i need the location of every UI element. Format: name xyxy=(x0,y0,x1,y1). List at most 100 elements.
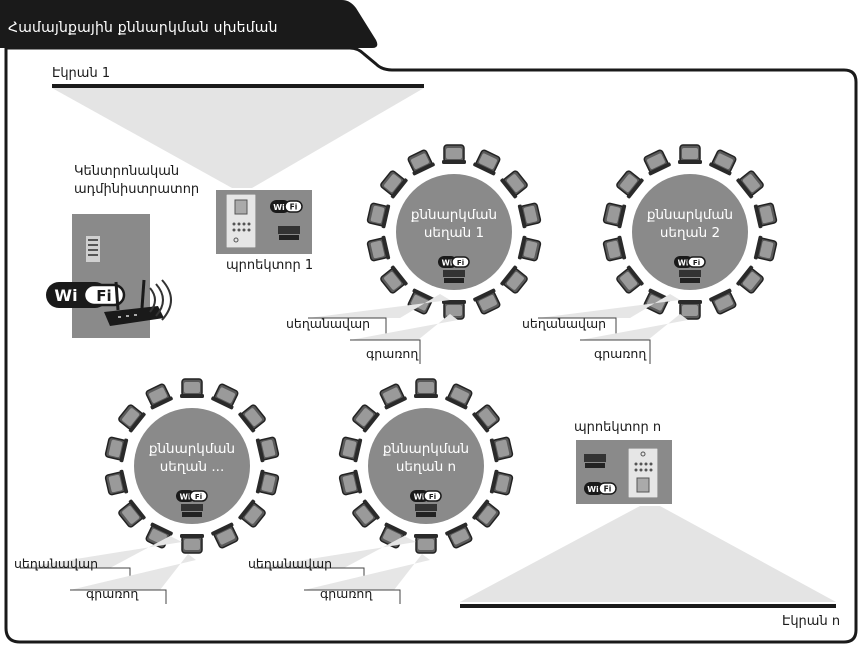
wifi-logo-table: Wi Fi xyxy=(674,256,706,268)
central-admin-label-1: Կենտրոնական xyxy=(74,164,180,179)
wifi-router-icon xyxy=(104,279,172,326)
svg-text:Wi: Wi xyxy=(678,259,689,268)
chair-icon xyxy=(500,170,528,199)
chair-icon xyxy=(104,469,129,496)
chair-icon xyxy=(736,265,764,294)
chair-icon xyxy=(442,300,466,320)
laptop-icon xyxy=(679,270,701,283)
laptop-icon xyxy=(181,504,203,517)
svg-text:Fi: Fi xyxy=(290,203,298,212)
chair-icon xyxy=(709,149,737,176)
recorder-label-table-n: գրառող xyxy=(320,586,373,601)
wifi-logo-table: Wi Fi xyxy=(176,490,208,502)
chair-icon xyxy=(255,469,280,496)
moderator-label-table-1: սեղանավար xyxy=(286,316,371,331)
chair-icon xyxy=(517,202,542,229)
laptop-icon xyxy=(278,226,300,240)
table-top xyxy=(368,408,484,524)
svg-text:Wi: Wi xyxy=(54,286,77,305)
chair-icon xyxy=(445,522,473,549)
chair-icon xyxy=(753,235,778,262)
chair-icon xyxy=(445,383,473,410)
chair-icon xyxy=(352,404,380,433)
chair-icon xyxy=(489,436,514,463)
table-3-label-1: քննարկման xyxy=(148,441,236,457)
svg-text:Wi: Wi xyxy=(414,493,425,502)
svg-text:Wi: Wi xyxy=(273,203,285,212)
chair-icon xyxy=(338,469,363,496)
chair-icon xyxy=(414,534,438,554)
table-n-label-1: քննարկման xyxy=(382,441,470,457)
chair-icon xyxy=(379,383,407,410)
table-n-graphic: Wi Fi xyxy=(338,378,514,554)
wifi-logo-projector-n: Wi Fi xyxy=(584,482,617,495)
laptop-icon-n xyxy=(584,454,606,468)
chair-icon xyxy=(414,378,438,398)
chair-icon xyxy=(180,534,204,554)
screen-1 xyxy=(52,84,424,88)
callout-lines-table-n xyxy=(254,536,430,604)
chair-icon xyxy=(145,383,173,410)
svg-text:Fi: Fi xyxy=(429,493,436,501)
projector-n-device-icon xyxy=(628,448,658,498)
svg-text:Wi: Wi xyxy=(587,485,599,494)
svg-text:Fi: Fi xyxy=(195,493,202,501)
chair-icon xyxy=(352,499,380,528)
projector-n-label: պրոեկտոր n xyxy=(574,420,662,435)
wifi-logo-table: Wi Fi xyxy=(410,490,442,502)
chair-icon xyxy=(489,469,514,496)
chair-icon xyxy=(238,499,266,528)
recorder-label-table-1: գրառող xyxy=(366,346,419,361)
svg-text:Fi: Fi xyxy=(604,485,612,494)
table-3-graphic: Wi Fi xyxy=(104,378,280,554)
projector-1-beam xyxy=(52,88,424,188)
chair-icon xyxy=(118,499,146,528)
chair-icon xyxy=(753,202,778,229)
moderator-label-table-n: սեղանավար xyxy=(248,556,333,571)
chair-icon xyxy=(238,404,266,433)
chair-icon xyxy=(473,149,501,176)
chair-icon xyxy=(338,436,363,463)
chair-icon xyxy=(442,144,466,164)
table-2-label-2: սեղան 2 xyxy=(659,225,721,241)
table-top xyxy=(632,174,748,290)
wifi-logo-large: Wi Fi xyxy=(46,282,126,308)
moderator-label-table-3: սեղանավար xyxy=(14,556,99,571)
projector-n-beam xyxy=(460,506,836,602)
svg-text:Fi: Fi xyxy=(693,259,700,267)
chair-icon xyxy=(500,265,528,294)
svg-text:Wi: Wi xyxy=(180,493,191,502)
chair-icon xyxy=(616,265,644,294)
table-2-graphic: Wi Fi xyxy=(602,144,778,320)
chair-icon xyxy=(517,235,542,262)
chair-icon xyxy=(366,235,391,262)
chair-icon xyxy=(643,149,671,176)
recorder-label-table-3: գրառող xyxy=(86,586,139,601)
laptop-icon xyxy=(443,270,465,283)
table-1-label-2: սեղան 1 xyxy=(423,225,485,241)
table-1-label-1: քննարկման xyxy=(410,207,498,223)
screen-n xyxy=(460,604,836,608)
recorder-label-table-2: գրառող xyxy=(594,346,647,361)
callout-lines-table-2 xyxy=(538,294,688,364)
chair-icon xyxy=(255,436,280,463)
chair-icon xyxy=(366,202,391,229)
table-top xyxy=(134,408,250,524)
chair-icon xyxy=(380,170,408,199)
table-top xyxy=(396,174,512,290)
laptop-icon xyxy=(415,504,437,517)
chair-icon xyxy=(678,144,702,164)
central-admin-label-2: ադմինիստրատոր xyxy=(74,182,200,197)
chair-icon xyxy=(709,288,737,315)
chair-icon xyxy=(211,522,239,549)
projector-1-label: պրոեկտոր 1 xyxy=(226,258,314,273)
moderator-label-table-2: սեղանավար xyxy=(522,316,607,331)
chair-icon xyxy=(407,149,435,176)
svg-text:Fi: Fi xyxy=(96,287,111,305)
chair-icon xyxy=(118,404,146,433)
